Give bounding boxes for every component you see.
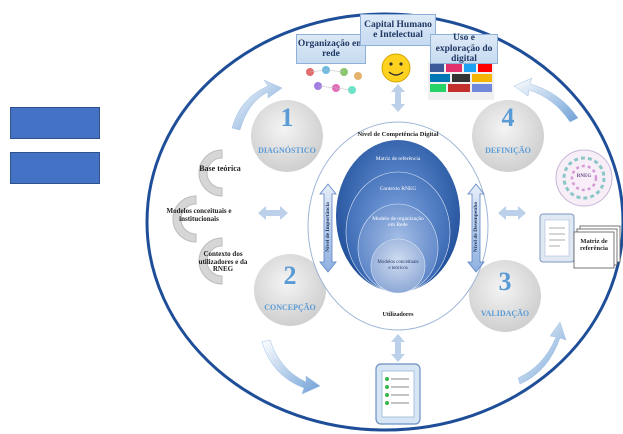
phase-3-number: 3 <box>498 267 512 296</box>
top-box-center-label: Capital Humano e Intelectual <box>364 19 432 40</box>
cycle-item-contexto: Contexto dos utilizadores e da RNEG <box>198 250 248 274</box>
center-layer-2-label: Modelo de organização em Rede <box>372 216 424 229</box>
smiley-icon <box>381 53 411 83</box>
network-people-image <box>301 64 365 98</box>
center-layer-0-label: Matriz de referência <box>375 156 421 162</box>
center-layer-1-label: Contexto RNEG <box>379 186 417 192</box>
performance-arrow <box>467 183 485 273</box>
digital-collage-image <box>428 62 494 100</box>
performance-label: Nível de Desempenho <box>472 201 479 253</box>
cycle-arc-2 <box>172 195 197 243</box>
cycle-arc-1 <box>198 149 223 197</box>
sweep-arrow-bottom-left <box>261 339 321 395</box>
matrix-doc-stack <box>573 225 621 269</box>
top-box-right: Uso e exploração do digital <box>430 33 498 65</box>
phase-circle-3 <box>469 260 541 332</box>
legend-rect-bottom <box>10 152 100 184</box>
arrow-bottom-double <box>391 334 405 362</box>
legend-rect-top <box>10 107 100 139</box>
importance-arrow <box>319 183 337 273</box>
phase-4-number: 4 <box>501 103 515 132</box>
phone-document-icon <box>375 363 421 425</box>
phase-4-label: DEFINIÇÃO <box>485 146 531 155</box>
phase-2-number: 2 <box>283 261 297 290</box>
phase-circle-2 <box>254 254 326 326</box>
phase-1-number: 1 <box>280 103 294 132</box>
sweep-arrow-top-left <box>231 79 283 131</box>
phase-circle-4 <box>472 100 544 172</box>
layer-3 <box>370 238 426 294</box>
tablet-document-icon <box>539 213 575 263</box>
top-box-center: Capital Humano e Intelectual <box>360 14 436 46</box>
cycle-arc-3 <box>198 237 223 285</box>
center-layer-3-label: Modelos conceituais e teóricos <box>377 260 419 271</box>
center-footer: Utilizadores <box>382 312 414 318</box>
arrow-left-double <box>258 206 288 220</box>
phase-circle-1 <box>251 100 323 172</box>
center-title: Nível de Competência Digital <box>357 131 439 138</box>
sweep-arrow-top-right <box>513 77 579 123</box>
matrix-doc-label: Matriz de referência <box>579 238 609 253</box>
top-box-left: Organização em rede <box>296 34 366 64</box>
importance-label: Nível de Importância <box>324 202 331 252</box>
top-box-left-label: Organização em rede <box>297 38 365 59</box>
rneg-logo <box>555 149 613 207</box>
phase-2-label: CONCEPÇÃO <box>264 303 316 312</box>
sweep-arrow-bottom-right <box>517 321 567 385</box>
phase-1-label: DIAGNÓSTICO <box>258 146 316 155</box>
cycle-item-base-teorica: Base teórica <box>199 164 241 173</box>
rneg-logo-text: RNEG <box>576 174 592 179</box>
cycle-item-modelos: Modelos conceituais e institucionais <box>166 207 232 223</box>
arrow-right-double <box>498 206 526 220</box>
top-box-right-label: Uso e exploração do digital <box>435 33 493 65</box>
arrow-top-double <box>391 84 405 112</box>
phase-3-label: VALIDAÇÃO <box>480 309 530 318</box>
